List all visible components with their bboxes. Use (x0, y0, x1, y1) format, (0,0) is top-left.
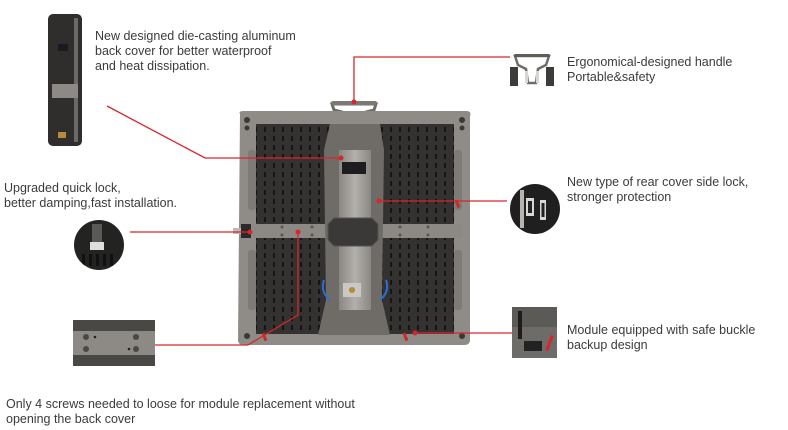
callout-text-line: better damping,fast installation. (4, 196, 178, 210)
callout-back-cover: New designed die-casting aluminum back c… (95, 29, 296, 74)
screw-plate-icon (73, 320, 155, 366)
callout-side-lock: New type of rear cover side lock, strong… (567, 175, 748, 205)
callout-text-line: Upgraded quick lock, (4, 181, 121, 195)
callout-text-line: New designed die-casting aluminum (95, 29, 296, 43)
callout-text-line: backup design (567, 338, 648, 352)
callout-text-line: Ergonomical-designed handle (567, 55, 733, 69)
callout-text-line: stronger protection (567, 190, 672, 204)
quick-lock-icon (74, 220, 124, 270)
callout-text-line: Portable&safety (567, 70, 656, 84)
safe-buckle-icon (512, 307, 557, 358)
callout-text-line: back cover for better waterproof (95, 44, 272, 58)
callout-text-line: and heat dissipation. (95, 59, 210, 73)
cabinet-side-profile-icon (48, 14, 82, 146)
callout-text-line: Module equipped with safe buckle (567, 323, 756, 337)
callout-screws: Only 4 screws needed to loose for module… (6, 397, 355, 427)
side-lock-icon (510, 184, 560, 234)
handle-icon (510, 53, 554, 86)
callout-module-buckle: Module equipped with safe buckle backup … (567, 323, 755, 353)
callout-handle: Ergonomical-designed handle Portable&saf… (567, 55, 732, 85)
callout-text-line: New type of rear cover side lock, (567, 175, 749, 189)
callout-quick-lock: Upgraded quick lock, better damping,fast… (4, 181, 177, 211)
callout-text-line: Only 4 screws needed to loose for module… (6, 397, 355, 411)
callout-text-line: opening the back cover (6, 412, 136, 426)
